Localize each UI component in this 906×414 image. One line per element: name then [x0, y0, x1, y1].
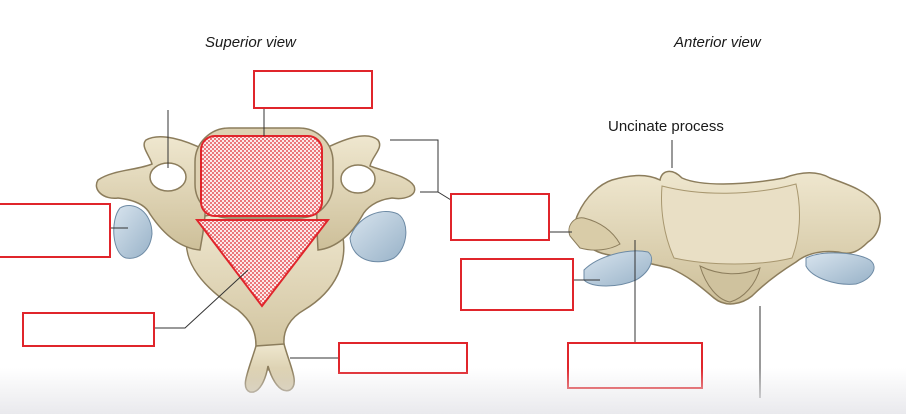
vertebral-foramen-highlight — [194, 219, 331, 308]
right-transverse-process — [316, 135, 416, 251]
vertebral-body-highlight — [200, 135, 323, 217]
anterior-body-face — [661, 183, 800, 265]
anterior-spinous-shadow — [699, 265, 761, 303]
left-articular-facet — [113, 205, 153, 259]
superior-view-title: Superior view — [205, 34, 296, 51]
anterior-left-transverse — [568, 217, 621, 251]
label-box-bottom-center[interactable] — [338, 342, 468, 374]
anterior-vertebra — [568, 170, 881, 305]
uncinate-process-label: Uncinate process — [608, 118, 724, 135]
anterior-right-facet — [805, 252, 875, 285]
label-box-anterior-left[interactable] — [460, 258, 574, 311]
anterior-left-facet — [583, 250, 652, 287]
label-box-top[interactable] — [253, 70, 373, 109]
anterior-view-title: Anterior view — [674, 34, 761, 51]
right-transverse-foramen — [340, 164, 376, 194]
label-box-lower-left[interactable] — [22, 312, 155, 347]
superior-vertebra — [95, 127, 416, 393]
label-box-left[interactable] — [0, 203, 111, 258]
label-box-anterior-bottom[interactable] — [567, 342, 703, 389]
label-box-right-middle[interactable] — [450, 193, 550, 241]
right-articular-facet — [349, 210, 407, 263]
bifid-spinous-process — [244, 343, 295, 393]
